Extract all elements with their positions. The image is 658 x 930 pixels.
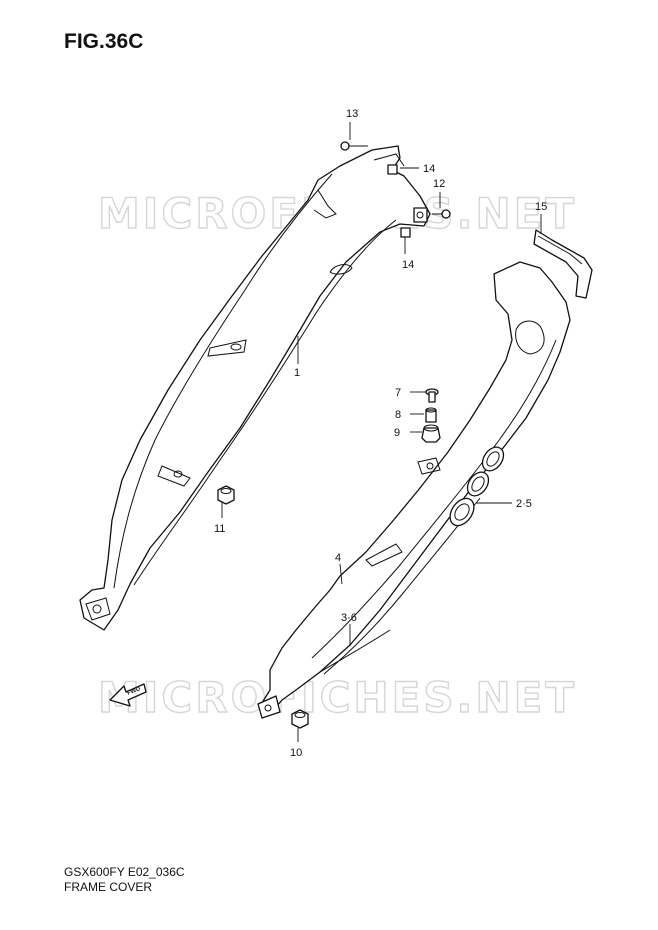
callout-2-5: 2·5 xyxy=(516,498,532,510)
callout-3-6: 3·6 xyxy=(341,612,357,624)
callout-8: 8 xyxy=(395,409,401,421)
part-11-nut xyxy=(217,485,235,505)
callout-7: 7 xyxy=(395,387,401,399)
callout-1: 1 xyxy=(294,367,300,379)
callout-4: 4 xyxy=(335,552,341,564)
callout-9: 9 xyxy=(394,427,400,439)
callout-10: 10 xyxy=(290,747,302,759)
part-13-screw xyxy=(340,141,368,151)
part-1-left-frame-cover xyxy=(79,145,431,631)
callout-11: 11 xyxy=(214,523,225,535)
part-12-screw xyxy=(432,209,451,219)
watermark-bottom: MICROFICHES.NET xyxy=(98,673,577,722)
figure-title: FIG.36C xyxy=(64,30,144,53)
leader-lines xyxy=(221,122,542,742)
callout-14-upper: 14 xyxy=(423,163,435,175)
part-2-right-frame-cover xyxy=(257,261,571,719)
fwd-label: FWD xyxy=(127,686,143,697)
callout-12: 12 xyxy=(433,178,445,190)
callout-14-lower: 14 xyxy=(402,259,414,271)
part-8-collar xyxy=(425,407,437,423)
part-7-screw xyxy=(425,388,439,403)
callout-15: 15 xyxy=(535,201,547,213)
callout-13: 13 xyxy=(346,108,358,120)
part-10-nut xyxy=(291,709,309,729)
figure-name: FRAME COVER xyxy=(64,880,153,894)
part-15-trim-strip xyxy=(533,229,593,299)
part-9-grommet xyxy=(421,424,441,443)
figure-code: GSX600FY E02_036C xyxy=(64,865,185,879)
fwd-arrow-icon: FWD xyxy=(109,683,147,707)
